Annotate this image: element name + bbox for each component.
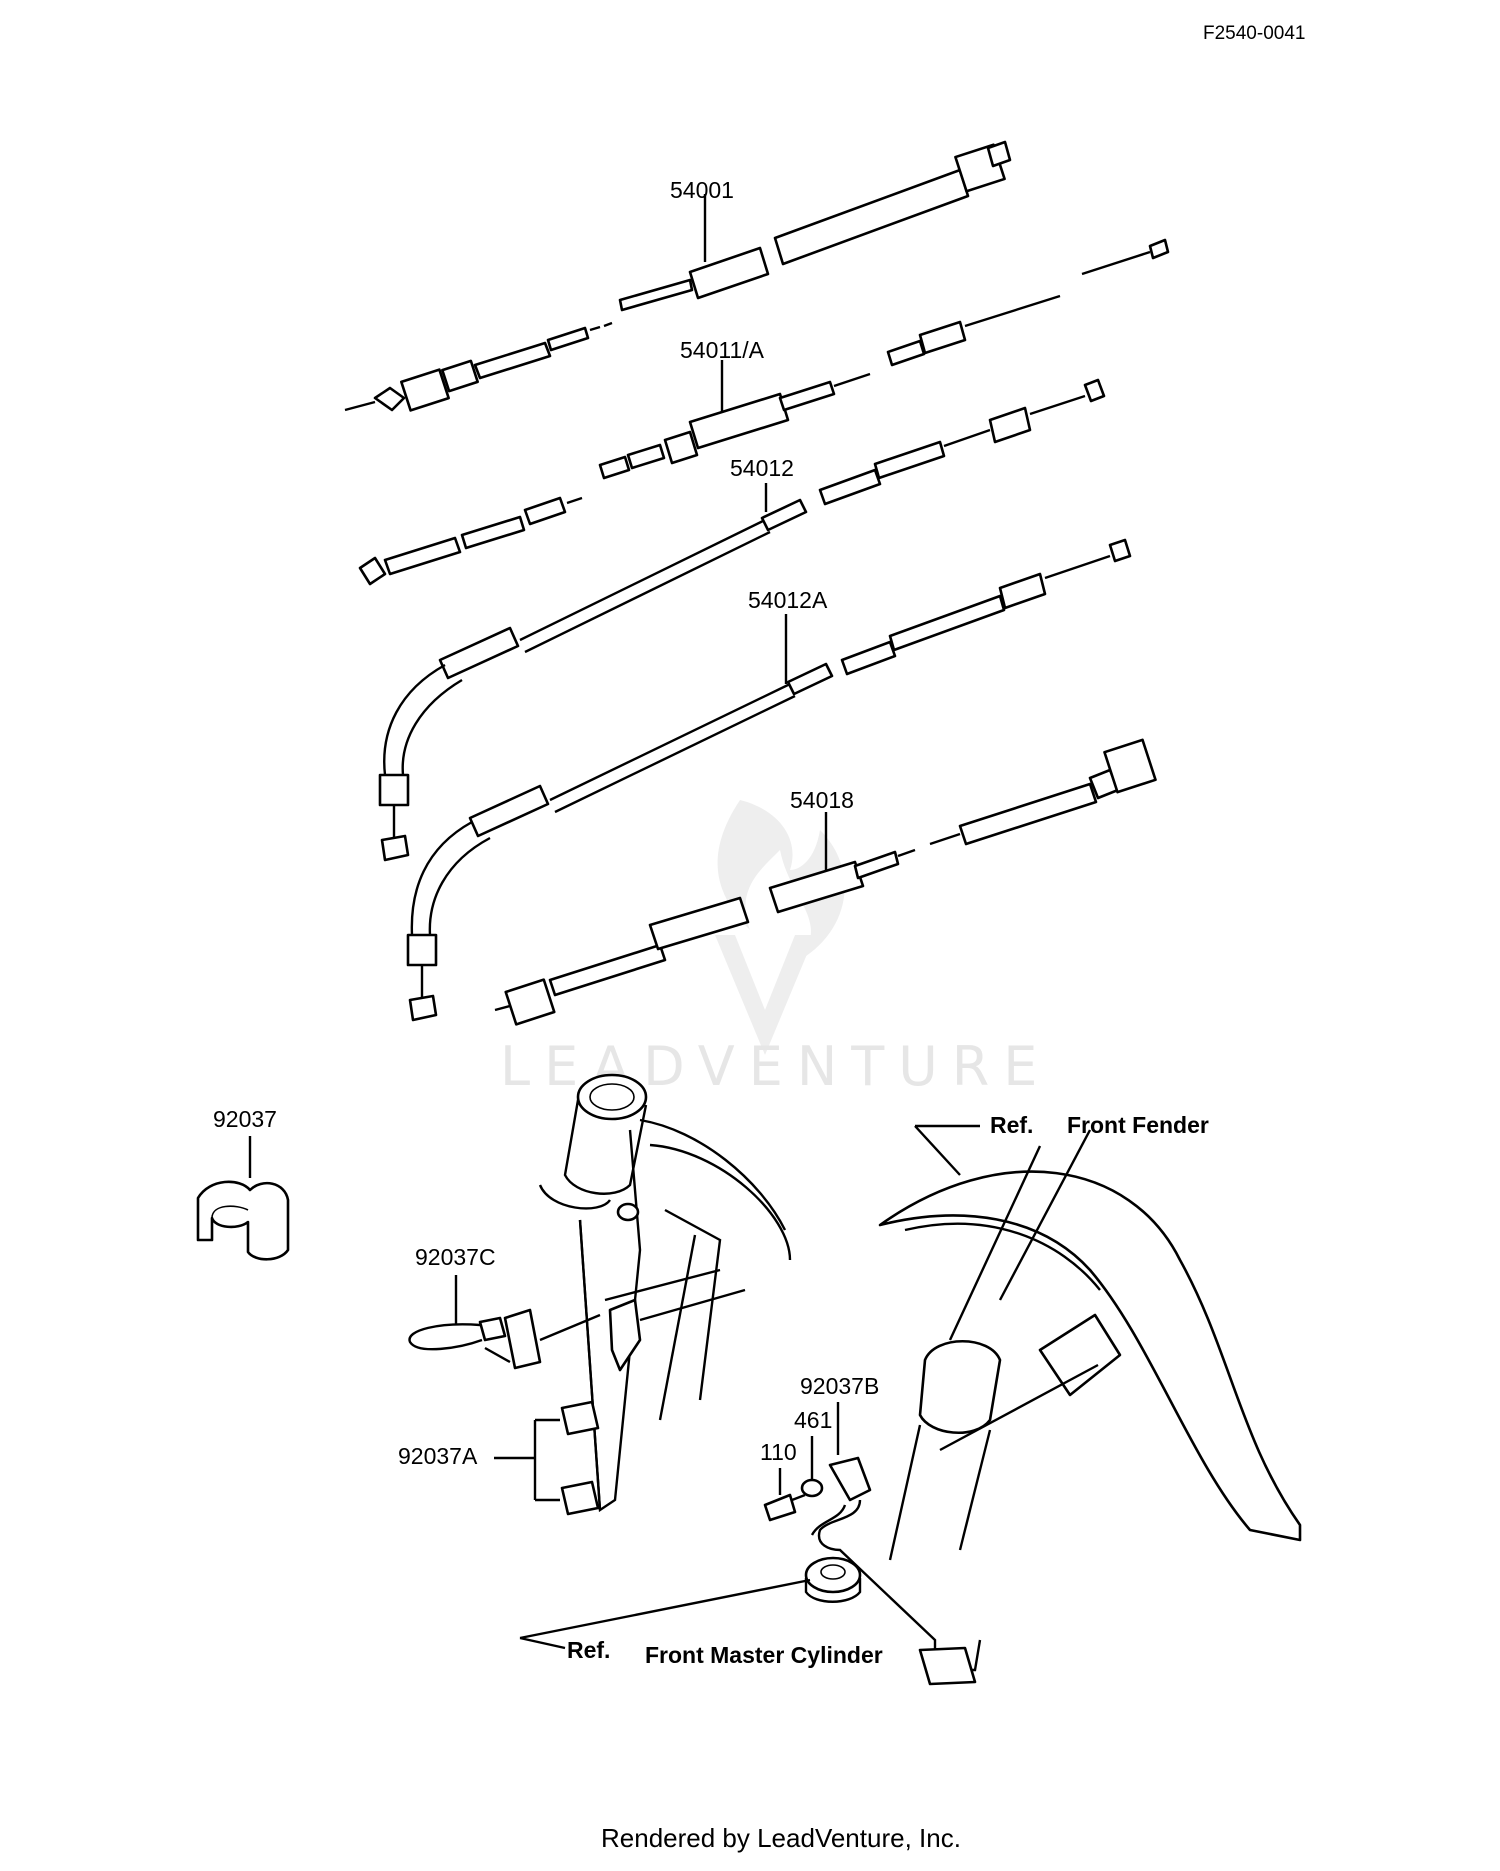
label-92037c: 92037C	[415, 1244, 496, 1270]
label-92037: 92037	[213, 1106, 277, 1132]
diagram-code: F2540-0041	[1203, 23, 1305, 44]
label-54018: 54018	[790, 787, 854, 813]
label-54001: 54001	[670, 177, 734, 203]
watermark-v-icon	[715, 935, 815, 1055]
ref-fender-prefix: Ref.	[990, 1112, 1033, 1138]
ref-front-master-cylinder: Ref. Front Master Cylinder	[519, 1578, 883, 1668]
frame-head-tube	[538, 1073, 792, 1513]
watermark: LEADVENTURE	[500, 800, 1037, 1098]
cable-54001[interactable]: 54001	[344, 140, 1012, 412]
label-54012: 54012	[730, 455, 794, 481]
credit-text: Rendered by LeadVenture, Inc.	[601, 1823, 961, 1853]
label-461: 461	[794, 1407, 832, 1433]
ref-fender-name: Front Fender	[1067, 1112, 1209, 1138]
ref-front-fender: Ref. Front Fender	[914, 1112, 1209, 1176]
cable-54018[interactable]: 54018	[494, 738, 1157, 1026]
cable-54012a[interactable]: 54012A	[406, 538, 1132, 1022]
fork-tube	[888, 1129, 1099, 1561]
bolt-110[interactable]: 110	[760, 1439, 806, 1522]
front-fender	[878, 1170, 1302, 1542]
cable-54012[interactable]: 54012	[378, 378, 1106, 862]
grommet	[804, 1556, 862, 1603]
label-54011a: 54011/A	[680, 337, 765, 363]
label-92037b: 92037B	[800, 1373, 879, 1399]
clamp-92037a[interactable]: 92037A	[398, 1400, 600, 1516]
label-110: 110	[760, 1439, 797, 1465]
bracket-92037b[interactable]: 92037B	[800, 1373, 982, 1686]
cable-54011a[interactable]: 54011/A	[358, 238, 1170, 586]
clamp-92037[interactable]: 92037	[196, 1106, 290, 1261]
ref-cylinder-prefix: Ref.	[567, 1637, 610, 1663]
washer-461[interactable]: 461	[794, 1407, 832, 1498]
label-92037a: 92037A	[398, 1443, 478, 1469]
ref-cylinder-name: Front Master Cylinder	[645, 1642, 883, 1668]
label-54012a: 54012A	[748, 587, 828, 613]
guide-92037c[interactable]: 92037C	[408, 1244, 601, 1370]
watermark-flame-icon	[717, 800, 845, 960]
